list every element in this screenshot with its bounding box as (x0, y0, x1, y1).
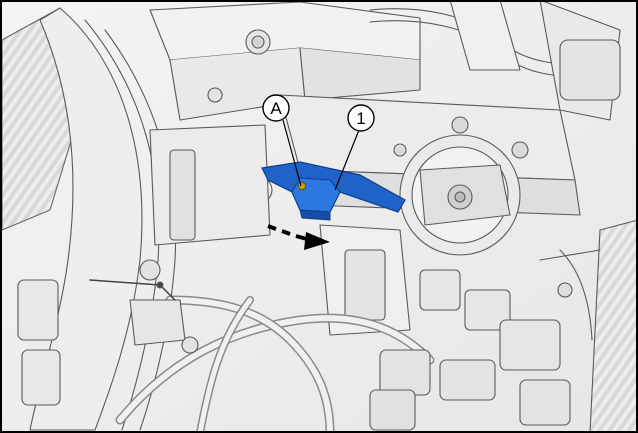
svg-text:1: 1 (356, 109, 365, 128)
leader-line-1 (334, 129, 360, 191)
engine-mount (399, 134, 521, 256)
arrow-right-icon (267, 224, 330, 250)
callout-a: A (262, 94, 290, 122)
connectors (369, 269, 571, 431)
clip-point (298, 182, 306, 190)
svg-text:A: A (270, 99, 282, 118)
callout-1: 1 (347, 104, 375, 132)
leader-line-a (282, 119, 302, 187)
right-radiator-edge (589, 219, 638, 433)
